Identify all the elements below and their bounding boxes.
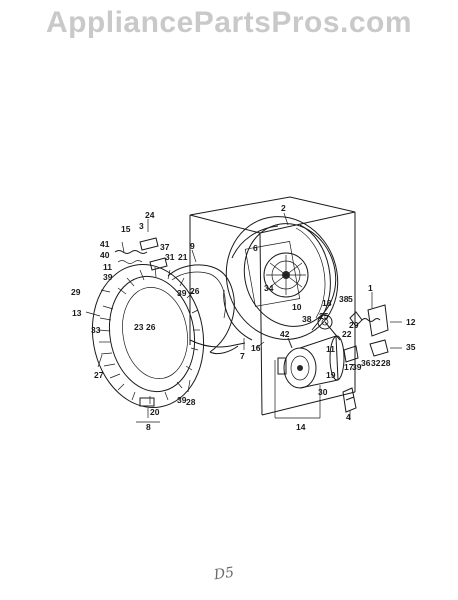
hinge-clip	[149, 257, 168, 271]
callout-3: 3	[139, 221, 144, 231]
drum-belt	[299, 224, 331, 331]
callout-11a: 11	[103, 262, 112, 272]
callout-7: 7	[240, 351, 245, 361]
callout-29a: 29	[71, 287, 81, 297]
callout-12: 12	[406, 317, 416, 327]
switch-bracket	[367, 304, 389, 337]
callout-41: 41	[100, 239, 110, 249]
spring-coil-lower	[117, 260, 143, 264]
spring-coil	[114, 250, 148, 254]
callout-23: 23	[134, 322, 144, 332]
callout-15: 15	[121, 224, 131, 234]
motor-belt	[287, 337, 293, 349]
callout-1: 1	[368, 283, 373, 293]
callout-11b: 11	[326, 344, 335, 354]
callout-39b: 39	[177, 288, 187, 298]
callout-25: 25	[319, 311, 329, 321]
watermark: AppliancePartsPros.com	[45, 6, 413, 39]
top-bracket	[139, 237, 159, 251]
callout-39d: 39	[177, 395, 187, 405]
callout-21: 21	[178, 252, 188, 262]
cabinet	[189, 196, 356, 416]
callout-28a: 28	[381, 358, 391, 368]
bulkhead-rim	[189, 339, 246, 348]
callout-32: 32	[371, 358, 381, 368]
callout-13: 13	[72, 308, 82, 318]
callout-5: 5	[348, 294, 353, 304]
callout-27: 27	[94, 370, 104, 380]
blower-housing	[342, 387, 357, 413]
callout-10: 10	[292, 302, 302, 312]
idler-assembly	[317, 311, 381, 341]
callout-26a: 26	[190, 286, 200, 296]
callout-42: 42	[280, 329, 290, 339]
door-catch	[139, 397, 155, 407]
callout-20: 20	[150, 407, 160, 417]
callout-2: 2	[281, 203, 286, 213]
leader-lines	[85, 212, 402, 423]
duct-bracket	[209, 345, 239, 355]
callout-4: 4	[346, 412, 351, 422]
drum-belt-inner	[295, 227, 326, 319]
callout-29b: 29	[349, 320, 359, 330]
callout-19: 19	[326, 370, 336, 380]
callout-8: 8	[146, 422, 151, 432]
footer-mark: D5	[212, 564, 236, 584]
callout-22: 22	[342, 329, 352, 339]
callout-17: 17	[344, 362, 354, 372]
callout-33: 33	[91, 325, 101, 335]
callout-30: 30	[318, 387, 328, 397]
callout-9: 9	[190, 241, 195, 251]
callout-36: 36	[361, 358, 371, 368]
callout-38b: 38	[302, 314, 312, 324]
switch-part	[369, 339, 389, 357]
callout-34: 34	[264, 283, 274, 293]
callout-16: 16	[251, 343, 261, 353]
callout-35: 35	[406, 342, 416, 352]
drum-rear-fan	[263, 252, 309, 298]
callout-26b: 26	[146, 322, 156, 332]
callout-14: 14	[296, 422, 306, 432]
front-panel-ring	[91, 263, 205, 409]
callout-31: 31	[165, 252, 175, 262]
drum	[223, 216, 339, 341]
callout-39c: 39	[352, 362, 362, 372]
callout-37: 37	[160, 242, 170, 252]
callout-6: 6	[253, 243, 258, 253]
callout-40: 40	[100, 250, 110, 260]
callout-18: 18	[322, 298, 332, 308]
lint-duct-seal	[167, 264, 235, 353]
callout-24: 24	[145, 210, 155, 220]
callout-38a: 38	[339, 294, 349, 304]
callout-labels: 24 2 15 3 41 37 9 40 31 21 6 11 39 29 39…	[71, 203, 416, 432]
lint-duct-seal-inner	[171, 271, 226, 319]
callout-28b: 28	[186, 397, 196, 407]
callout-39a: 39	[103, 272, 113, 282]
